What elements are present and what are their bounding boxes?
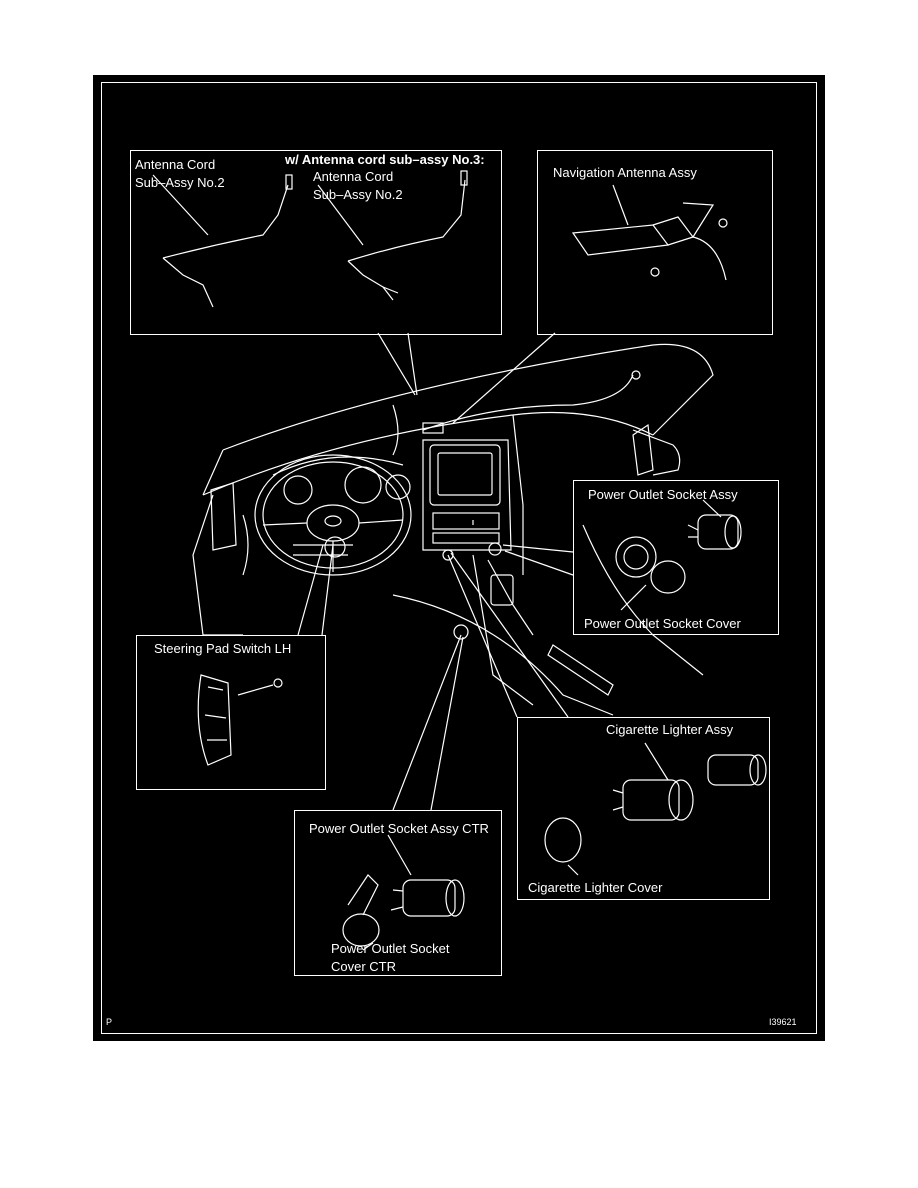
power-outlet-art <box>615 499 742 611</box>
gauge-cluster <box>272 456 411 505</box>
power-outlet-ctr-assy-label: Power Outlet Socket Assy CTR <box>309 821 489 836</box>
power-outlet-callout: Power Outlet Socket Assy Power Outlet So… <box>573 480 779 635</box>
power-outlet-ctr-callout: Power Outlet Socket Assy CTR Power Outle… <box>294 810 502 976</box>
power-outlet-cover-label: Power Outlet Socket Cover <box>584 616 741 631</box>
antenna-cord-label-line1: Antenna Cord <box>135 157 216 172</box>
page-marker: P <box>106 1017 113 1027</box>
cigarette-lighter-cover-label: Cigarette Lighter Cover <box>528 880 663 895</box>
cigarette-lighter-assy-label: Cigarette Lighter Assy <box>606 722 734 737</box>
steering-pad-label: Steering Pad Switch LH <box>154 641 292 656</box>
power-outlet-ctr-cover-line1: Power Outlet Socket <box>331 941 450 956</box>
antenna-cord-variant-line2: Sub–Assy No.2 <box>313 187 403 202</box>
cigarette-lighter-callout: Cigarette Lighter Assy Cigarette Lighter… <box>517 717 770 900</box>
steering-wheel <box>254 454 412 576</box>
steering-pad-art <box>197 674 283 766</box>
power-outlet-assy-label: Power Outlet Socket Assy <box>588 487 738 502</box>
antenna-cord-variant-heading: w/ Antenna cord sub–assy No.3: <box>285 152 485 167</box>
antenna-cord-variant-line1: Antenna Cord <box>313 169 394 184</box>
power-outlet-ctr-cover-line2: Cover CTR <box>331 959 397 974</box>
cigarette-lighter-art <box>544 742 767 876</box>
steering-pad-callout: Steering Pad Switch LH <box>136 635 326 790</box>
dashboard-outline <box>192 343 714 716</box>
navigation-antenna-label: Navigation Antenna Assy <box>553 165 697 180</box>
diagram-figure: Antenna Cord Sub–Assy No.2 w/ Antenna co… <box>93 75 825 1041</box>
navigation-antenna-art <box>571 184 728 281</box>
figure-id: I39621 <box>769 1017 797 1027</box>
navigation-antenna-callout: Navigation Antenna Assy <box>537 150 773 335</box>
leader-lines <box>297 332 574 811</box>
power-outlet-ctr-art <box>342 834 465 951</box>
antenna-cord-callout: Antenna Cord Sub–Assy No.2 w/ Antenna co… <box>130 150 502 335</box>
antenna-cord-label-line2: Sub–Assy No.2 <box>135 175 225 190</box>
center-console <box>422 439 534 706</box>
dash-antenna-cable <box>422 370 641 434</box>
dashboard-line-art <box>152 170 767 951</box>
antenna-cord-art <box>152 170 468 308</box>
